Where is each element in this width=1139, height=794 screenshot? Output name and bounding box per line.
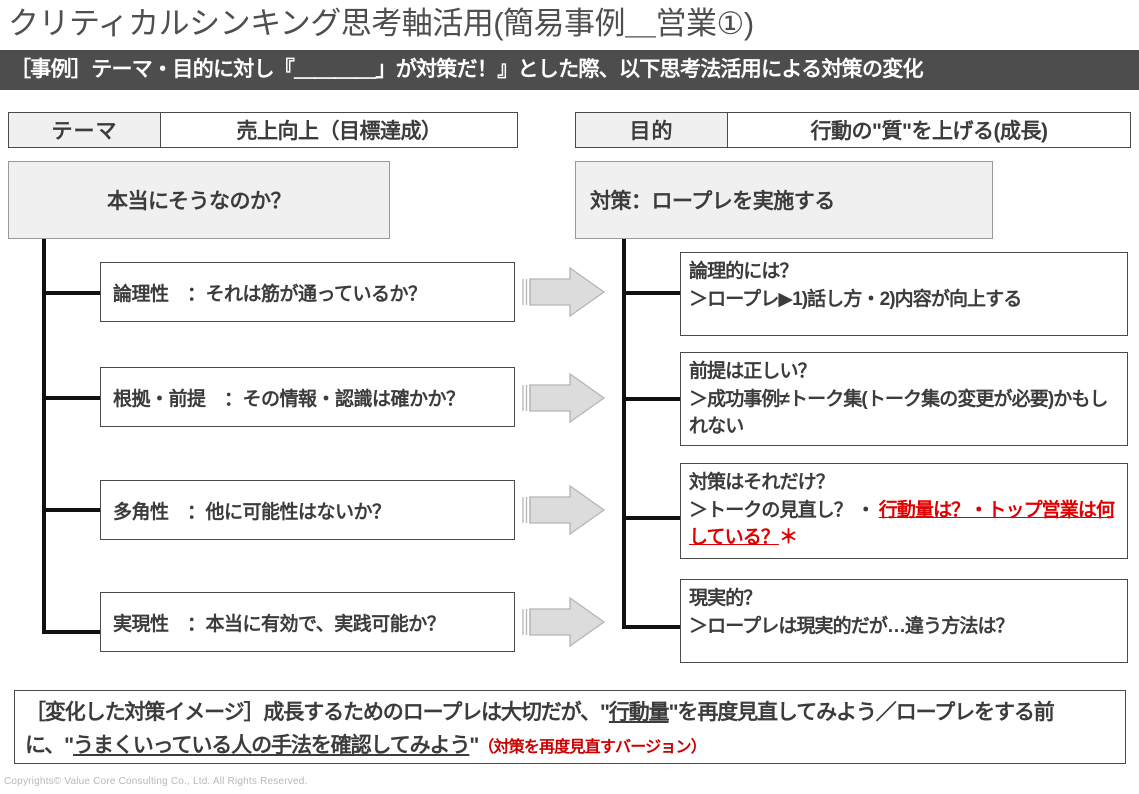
answer-body: ＞ロープレは現実的だが…違う方法は？: [689, 615, 1015, 637]
criteria-box-feasibility: 実現性 ：本当に有効で、実践可能か？: [100, 592, 515, 652]
criteria-box-perspective: 多角性 ：他に可能性はないか？: [100, 480, 515, 540]
left-branch-2: [42, 396, 102, 400]
left-branch-4: [42, 630, 102, 634]
left-branch-1: [42, 291, 102, 295]
answer-body: ＞トークの見直し？ ・ 行動量は？・トップ営業は何している？＊: [689, 497, 1123, 552]
right-branch-2: [622, 397, 682, 401]
summary-emphasis-1: 行動量: [608, 701, 670, 724]
summary-label: ［変化した対策イメージ］: [25, 701, 264, 724]
right-branch-4: [622, 625, 682, 629]
left-tree-trunk: [42, 239, 46, 634]
purpose-row: 目的 行動の"質"を上げる(成長): [575, 112, 1131, 148]
answer-heading: 対策はそれだけ？: [689, 472, 835, 493]
purpose-value: 行動の"質"を上げる(成長): [728, 113, 1130, 147]
left-statement-box: 本当にそうなのか？: [8, 161, 390, 239]
subtitle-bar: ［事例］テーマ・目的に対し『＿＿＿＿」が対策だ！』とした際、以下思考法活用による…: [0, 50, 1139, 90]
right-branch-1: [622, 291, 682, 295]
summary-emphasis-2: うまくいっている人の手法を確認してみよう: [73, 733, 470, 757]
summary-box: ［変化した対策イメージ］成長するためのロープレは大切だが、"行動量"を再度見直し…: [14, 690, 1126, 764]
theme-row: テーマ 売上向上（目標達成）: [8, 112, 518, 148]
purpose-label: 目的: [576, 113, 728, 147]
right-statement-box: 対策：ロープレを実施する: [575, 161, 993, 239]
answer-box-perspective: 対策はそれだけ？ ＞トークの見直し？ ・ 行動量は？・トップ営業は何している？＊: [680, 463, 1128, 559]
answer-body: ＞ロープレ▶1)話し方・2)内容が向上する: [689, 288, 1022, 310]
answer-box-feasibility: 現実的？ ＞ロープレは現実的だが…違う方法は？: [680, 579, 1128, 663]
right-tree-trunk: [622, 239, 626, 629]
summary-part3: ": [469, 733, 479, 757]
answer-box-logic: 論理的には？ ＞ロープレ▶1)話し方・2)内容が向上する: [680, 252, 1128, 336]
theme-value: 売上向上（目標達成）: [161, 113, 517, 147]
theme-label: テーマ: [9, 113, 161, 147]
arrow-right-icon-3: [518, 483, 608, 537]
answer-heading: 論理的には？: [689, 261, 799, 282]
answer-body: ＞成功事例≠トーク集(トーク集の変更が必要)かもしれない: [689, 388, 1108, 438]
answer-heading: 現実的？: [689, 588, 762, 609]
arrow-right-icon-2: [518, 371, 608, 425]
answer-body-plain: ＞トークの見直し？ ・: [689, 499, 879, 521]
page-title: クリティカルシンキング思考軸活用(簡易事例＿営業①): [8, 6, 754, 41]
criteria-box-logic: 論理性 ：それは筋が通っているか？: [100, 262, 515, 322]
criteria-box-premise: 根拠・前提 ：その情報・認識は確かか？: [100, 367, 515, 427]
summary-part1: 成長するためのロープレは大切だが、": [263, 701, 610, 724]
answer-body-asterisk: ＊: [778, 527, 798, 549]
summary-note: （対策を再度見直すバージョン）: [478, 738, 706, 756]
subtitle-text: ［事例］テーマ・目的に対し『＿＿＿＿」が対策だ！』とした際、以下思考法活用による…: [10, 58, 924, 81]
right-branch-3: [622, 516, 682, 520]
summary-part2: "を再度見直してみよう／ロープレをする前に、": [25, 701, 1055, 757]
arrow-right-icon-4: [518, 595, 608, 649]
arrow-right-icon-1: [518, 265, 608, 319]
answer-body-highlight: 行動量は？・トップ営業は何している？: [689, 499, 1115, 549]
left-branch-3: [42, 508, 102, 512]
answer-box-premise: 前提は正しい？ ＞成功事例≠トーク集(トーク集の変更が必要)かもしれない: [680, 352, 1128, 446]
copyright-footer: Copyrights© Value Core Consulting Co., L…: [4, 776, 308, 787]
answer-heading: 前提は正しい？: [689, 361, 817, 382]
